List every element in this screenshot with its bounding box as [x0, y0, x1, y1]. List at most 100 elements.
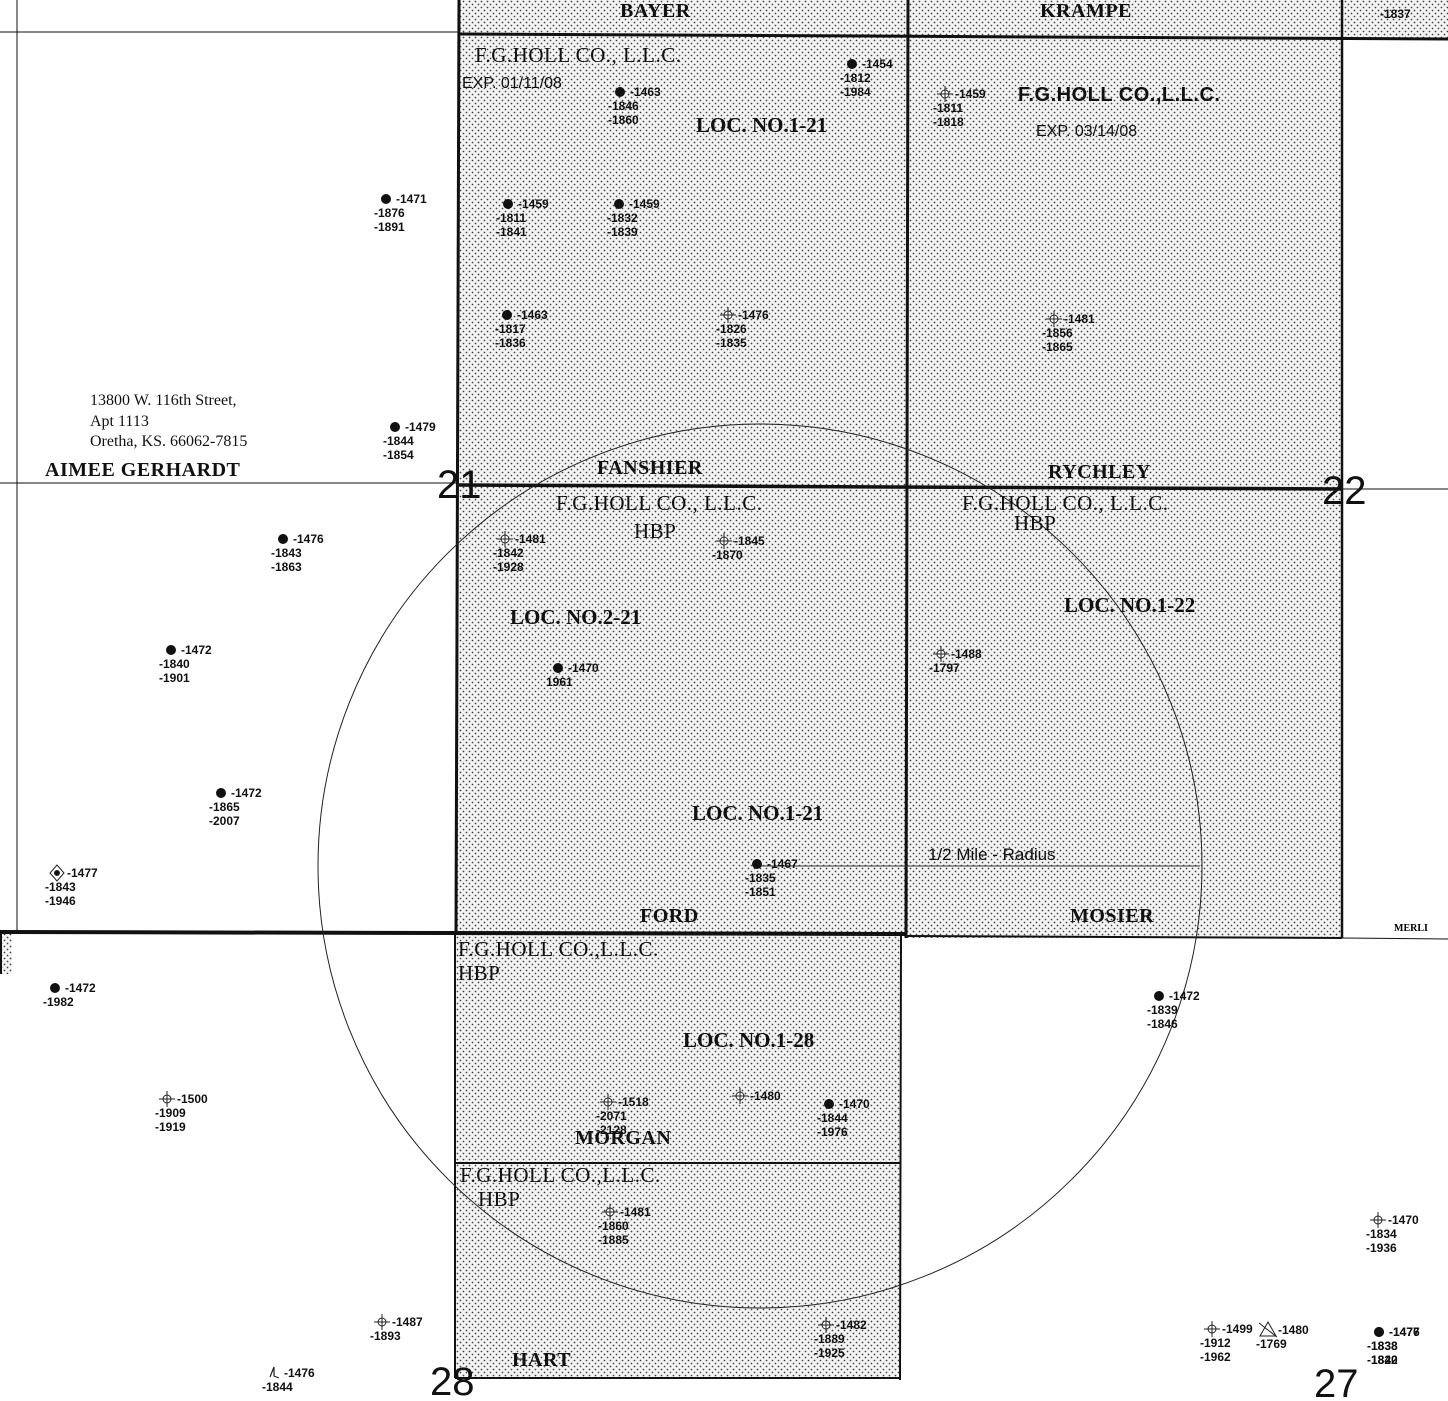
section-line [904, 0, 910, 939]
edge-label: MERLI [1394, 923, 1428, 934]
well-elevation-label: -1459 [518, 197, 549, 211]
well-elevation-label: -1842 [1367, 1353, 1398, 1367]
section-line [0, 930, 907, 936]
well-elevation-label: -1479 [405, 420, 436, 434]
well-elevation-label: -1928 [493, 560, 524, 574]
well-elevation-label: -1984 [840, 85, 871, 99]
well: -1476-1838-1820 [1367, 1325, 1420, 1367]
lessee-hbp: HBP [478, 1187, 520, 1211]
oil-well-icon [553, 663, 563, 673]
well-elevation-label: -1844 [262, 1380, 293, 1394]
lessee-name: F.G.HOLL CO.,L.L.C. [458, 937, 659, 961]
well-elevation-label: -1889 [814, 1332, 845, 1346]
dry-hole-icon [937, 86, 953, 102]
well: -1476-1843-1863 [271, 532, 324, 574]
well: -1480 [732, 1088, 781, 1104]
tract-sw-21 [456, 485, 906, 934]
well-elevation-label: -1844 [817, 1111, 848, 1125]
well-elevation-label: 1961 [546, 675, 573, 689]
tract-n-28a [455, 934, 901, 1163]
well-elevation-label: -1454 [862, 57, 893, 71]
well-elevation-label: -1845 [734, 534, 765, 548]
section-line [899, 933, 902, 1381]
well-elevation-label: -1891 [374, 220, 405, 234]
well: -1476-1826-1835 [716, 307, 769, 350]
lessee-name: F.G.HOLL CO., L.L.C. [475, 43, 681, 67]
oil-well-icon [278, 534, 288, 544]
section-line [1341, 937, 1448, 940]
well-elevation-label: -1826 [716, 322, 747, 336]
well: -1479-1844-1854 [383, 420, 436, 462]
location-label: LOC. NO.1-28 [683, 1028, 814, 1052]
oil-well-icon [614, 199, 624, 209]
oil-well-icon [503, 199, 513, 209]
well-elevation-label: -1846 [1147, 1017, 1178, 1031]
owner-label: MOSIER [1070, 905, 1154, 927]
dry-hole-icon [497, 531, 513, 547]
well: -1472-1839-1846 [1147, 989, 1200, 1031]
section-number-21: 21 [437, 463, 482, 507]
lessee-hbp: HBP [1014, 511, 1056, 535]
well-elevation-label: -1870 [712, 548, 743, 562]
oil-well-icon [615, 87, 625, 97]
oil-well-icon [847, 59, 857, 69]
spud-location-icon [269, 1366, 280, 1379]
well-elevation-label: -1919 [155, 1120, 186, 1134]
well: -1477-1843-1946 [45, 864, 98, 908]
well-elevation-label: -1885 [598, 1233, 629, 1247]
well-elevation-label: -1838 [1367, 1339, 1398, 1353]
tract-top-right [1342, 0, 1448, 38]
well-elevation-label: -1480 [750, 1089, 781, 1103]
dry-hole-icon [720, 307, 736, 323]
address-line: 13800 W. 116th Street, [90, 392, 237, 409]
lessee-hbp: HBP [634, 519, 676, 543]
owner-label: RYCHLEY [1048, 461, 1151, 483]
well: -1481-1860-1885 [598, 1204, 651, 1247]
well-elevation-label: -1470 [1388, 1213, 1419, 1227]
lessee-name: F.G.HOLL CO., L.L.C. [556, 491, 762, 515]
well-elevation-label: -1834 [1366, 1227, 1397, 1241]
tract-sw-22 [906, 489, 1342, 938]
well-elevation-label: -1839 [607, 225, 638, 239]
well: -1459-1811-1841 [496, 197, 549, 239]
well-elevation-label: -1477 [1389, 1325, 1420, 1339]
well-elevation-label: -1476 [293, 532, 324, 546]
dry-hole-icon [374, 1314, 390, 1330]
well: -1471-1876-1891 [374, 192, 427, 234]
well-elevation-label: -1811 [933, 101, 963, 115]
owner-label-bayer: BAYER [620, 0, 691, 22]
well-elevation-label: -1463 [630, 85, 661, 99]
dry-hole-icon [732, 1088, 748, 1104]
well-elevation-label: -1769 [1256, 1337, 1287, 1351]
oil-well-icon [390, 422, 400, 432]
well-elevation-label: -1472 [1169, 989, 1200, 1003]
well-elevation-label: -1946 [45, 894, 76, 908]
dry-hole-icon [716, 533, 732, 549]
oil-well-icon [381, 194, 391, 204]
well-elevation-label: -1477 [67, 866, 98, 880]
radius-circle [317, 423, 1203, 1309]
oil-well-icon [752, 859, 762, 869]
well-elevation-label: -1865 [1042, 340, 1073, 354]
well-elevation-label: -1840 [159, 657, 190, 671]
well-elevation-label: -1844 [383, 434, 414, 448]
well-elevation-label: -1476 [738, 308, 769, 322]
well-elevation-label: -1487 [392, 1315, 423, 1329]
well: -1845-1870 [712, 533, 765, 562]
well-elevation-label: -1846 [608, 99, 639, 113]
well-elevation-label: -2071 [596, 1109, 627, 1123]
well-elevation-label: -1860 [598, 1219, 629, 1233]
address-line: Oretha, KS. 66062-7815 [90, 433, 247, 450]
owner-label: MORGAN [575, 1127, 671, 1149]
owner-label: HART [512, 1349, 571, 1371]
oil-well-icon [1374, 1327, 1384, 1337]
well-elevation-label: -1481 [1064, 312, 1095, 326]
well-elevation-label: -2128 [596, 1123, 627, 1137]
section-number-28: 28 [430, 1360, 475, 1401]
well-elevation-label: -1856 [1042, 326, 1073, 340]
well: -1454-1812-1984 [840, 57, 893, 99]
well: -1481-1842-1928 [493, 531, 546, 574]
well-elevation-label: -1851 [745, 885, 776, 899]
well-elevation-label: -1500 [177, 1092, 208, 1106]
